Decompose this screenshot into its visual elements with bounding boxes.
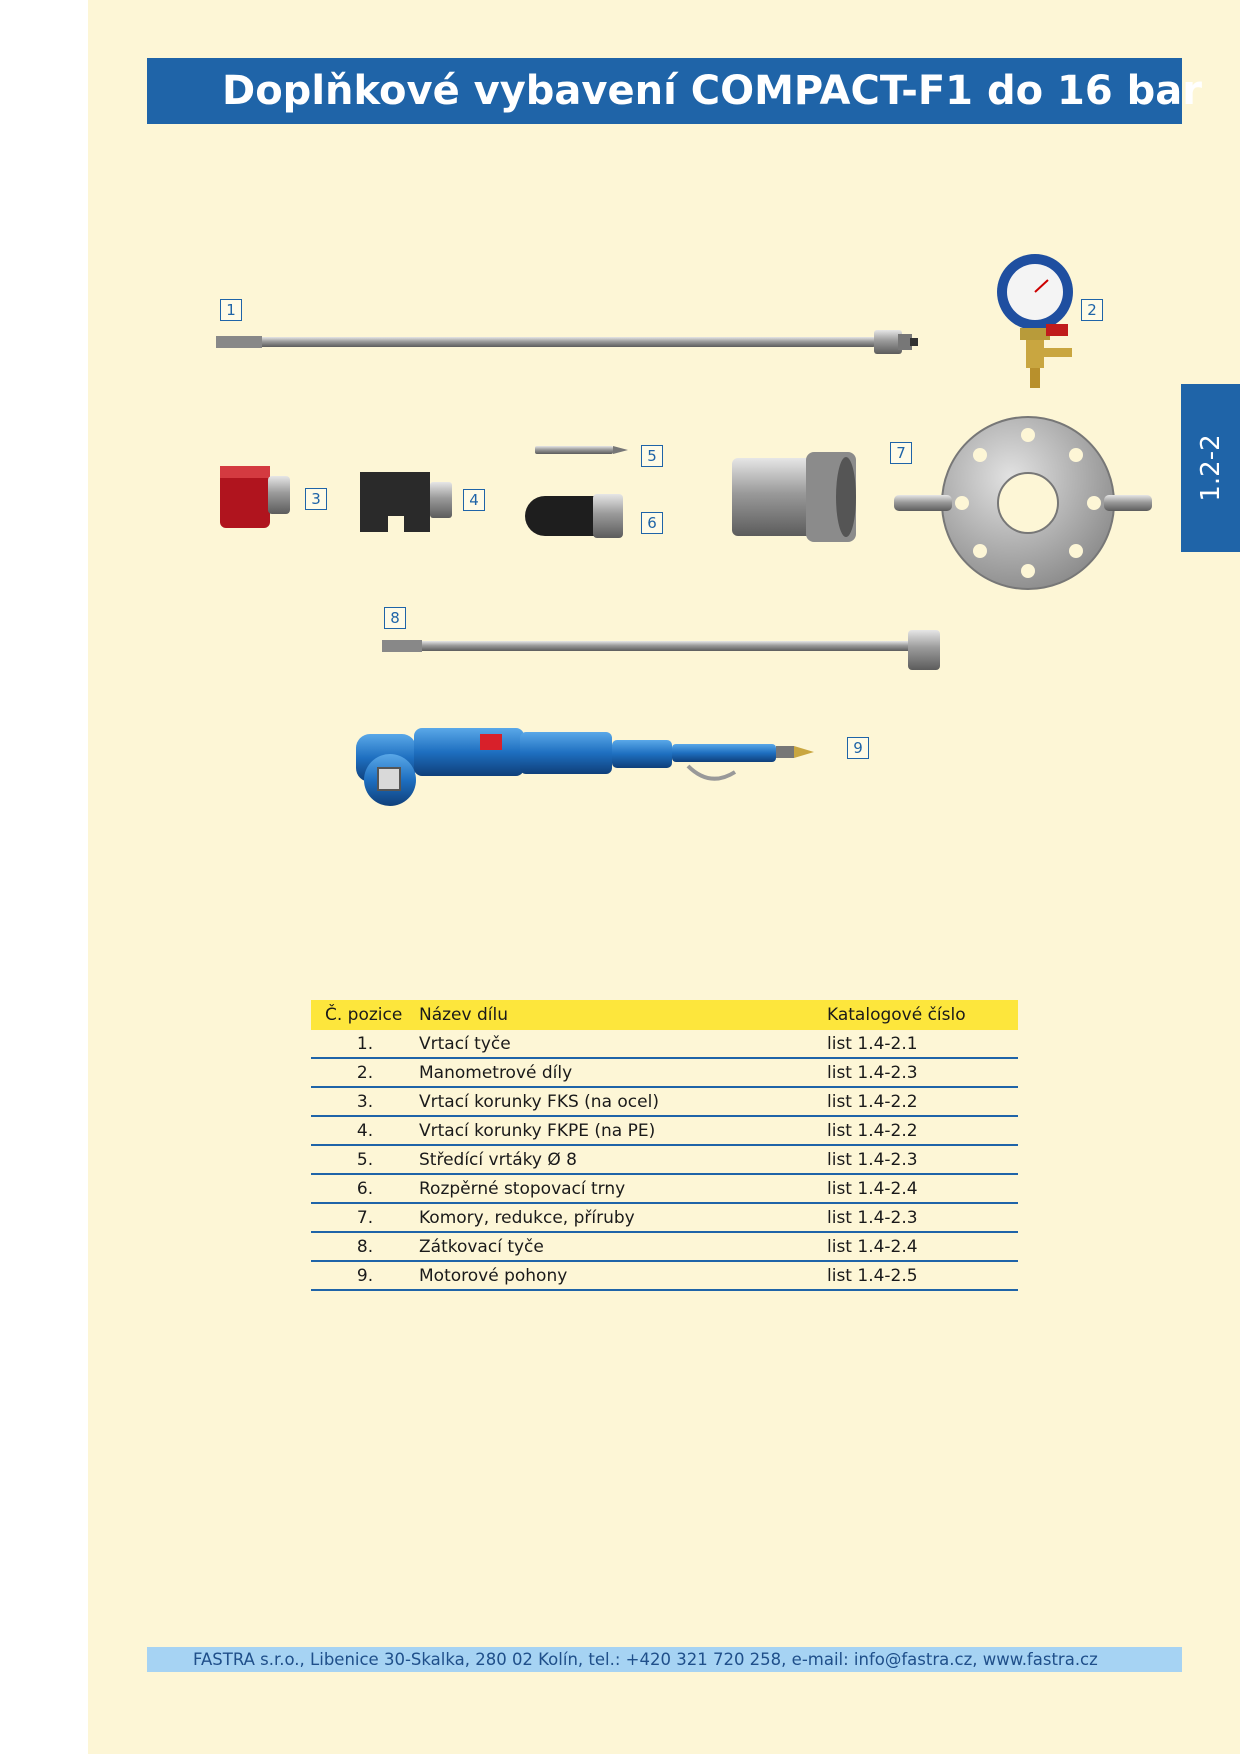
motor-drive-image bbox=[356, 728, 814, 806]
row-part-name: Manometrové díly bbox=[419, 1058, 827, 1088]
header-position: Č. pozice bbox=[311, 1000, 419, 1030]
header-part-name: Název dílu bbox=[419, 1000, 827, 1030]
parts-illustration bbox=[216, 254, 1152, 806]
table-row: 6. Rozpěrné stopovací trny list 1.4-2.4 bbox=[311, 1174, 1018, 1204]
table-row: 9. Motorové pohony list 1.4-2.5 bbox=[311, 1261, 1018, 1291]
chamber-image bbox=[732, 452, 856, 542]
row-position: 9. bbox=[311, 1261, 419, 1291]
row-catalog-number: list 1.4-2.1 bbox=[827, 1030, 1018, 1059]
row-part-name: Motorové pohony bbox=[419, 1261, 827, 1291]
row-position: 7. bbox=[311, 1203, 419, 1233]
footer-contact: FASTRA s.r.o., Libenice 30-Skalka, 280 0… bbox=[193, 1650, 1098, 1669]
table-row: 4. Vrtací korunky FKPE (na PE) list 1.4-… bbox=[311, 1116, 1018, 1146]
row-position: 8. bbox=[311, 1232, 419, 1262]
row-part-name: Středící vrtáky Ø 8 bbox=[419, 1145, 827, 1175]
row-catalog-number: list 1.4-2.3 bbox=[827, 1145, 1018, 1175]
row-part-name: Vrtací tyče bbox=[419, 1030, 827, 1059]
manometer-image bbox=[997, 254, 1073, 388]
row-position: 5. bbox=[311, 1145, 419, 1175]
table-row: 7. Komory, redukce, příruby list 1.4-2.3 bbox=[311, 1203, 1018, 1233]
table-row: 3. Vrtací korunky FKS (na ocel) list 1.4… bbox=[311, 1087, 1018, 1117]
row-position: 1. bbox=[311, 1030, 419, 1059]
table-header-row: Č. pozice Název dílu Katalogové číslo bbox=[311, 1000, 1018, 1030]
row-catalog-number: list 1.4-2.4 bbox=[827, 1232, 1018, 1262]
row-position: 2. bbox=[311, 1058, 419, 1088]
part-label-6: 6 bbox=[641, 512, 663, 534]
row-part-name: Vrtací korunky FKS (na ocel) bbox=[419, 1087, 827, 1117]
part-label-4: 4 bbox=[463, 489, 485, 511]
row-catalog-number: list 1.4-2.2 bbox=[827, 1087, 1018, 1117]
flange-image bbox=[894, 416, 1152, 590]
part-label-5: 5 bbox=[641, 445, 663, 467]
row-part-name: Komory, redukce, příruby bbox=[419, 1203, 827, 1233]
row-catalog-number: list 1.4-2.4 bbox=[827, 1174, 1018, 1204]
part-label-8: 8 bbox=[384, 607, 406, 629]
row-position: 4. bbox=[311, 1116, 419, 1146]
row-part-name: Zátkovací tyče bbox=[419, 1232, 827, 1262]
part-label-9: 9 bbox=[847, 737, 869, 759]
table-row: 8. Zátkovací tyče list 1.4-2.4 bbox=[311, 1232, 1018, 1262]
title-bar: Doplňkové vybavení COMPACT-F1 do 16 bar bbox=[147, 58, 1202, 124]
row-position: 6. bbox=[311, 1174, 419, 1204]
footer-bar: FASTRA s.r.o., Libenice 30-Skalka, 280 0… bbox=[147, 1647, 1182, 1672]
section-tab: 1.2-2 bbox=[1181, 384, 1240, 552]
row-position: 3. bbox=[311, 1087, 419, 1117]
part-label-1: 1 bbox=[220, 299, 242, 321]
part-label-7: 7 bbox=[890, 442, 912, 464]
plugging-rod-image bbox=[382, 630, 940, 670]
row-catalog-number: list 1.4-2.5 bbox=[827, 1261, 1018, 1291]
row-catalog-number: list 1.4-2.3 bbox=[827, 1058, 1018, 1088]
table-row: 1. Vrtací tyče list 1.4-2.1 bbox=[311, 1030, 1018, 1059]
part-label-2: 2 bbox=[1081, 299, 1103, 321]
hole-saw-fks-image bbox=[220, 466, 290, 528]
header-catalog-number: Katalogové číslo bbox=[827, 1000, 1018, 1030]
row-part-name: Rozpěrné stopovací trny bbox=[419, 1174, 827, 1204]
parts-table: Č. pozice Název dílu Katalogové číslo 1.… bbox=[311, 1000, 1018, 1291]
row-catalog-number: list 1.4-2.3 bbox=[827, 1203, 1018, 1233]
page-title: Doplňkové vybavení COMPACT-F1 do 16 bar bbox=[222, 68, 1202, 114]
centering-drill-image bbox=[535, 446, 628, 454]
row-part-name: Vrtací korunky FKPE (na PE) bbox=[419, 1116, 827, 1146]
expansion-mandrel-image bbox=[525, 494, 623, 538]
hole-saw-fkpe-image bbox=[360, 472, 452, 532]
drilling-rod-image bbox=[216, 330, 918, 354]
table-row: 5. Středící vrtáky Ø 8 list 1.4-2.3 bbox=[311, 1145, 1018, 1175]
table-row: 2. Manometrové díly list 1.4-2.3 bbox=[311, 1058, 1018, 1088]
row-catalog-number: list 1.4-2.2 bbox=[827, 1116, 1018, 1146]
part-label-3: 3 bbox=[305, 488, 327, 510]
